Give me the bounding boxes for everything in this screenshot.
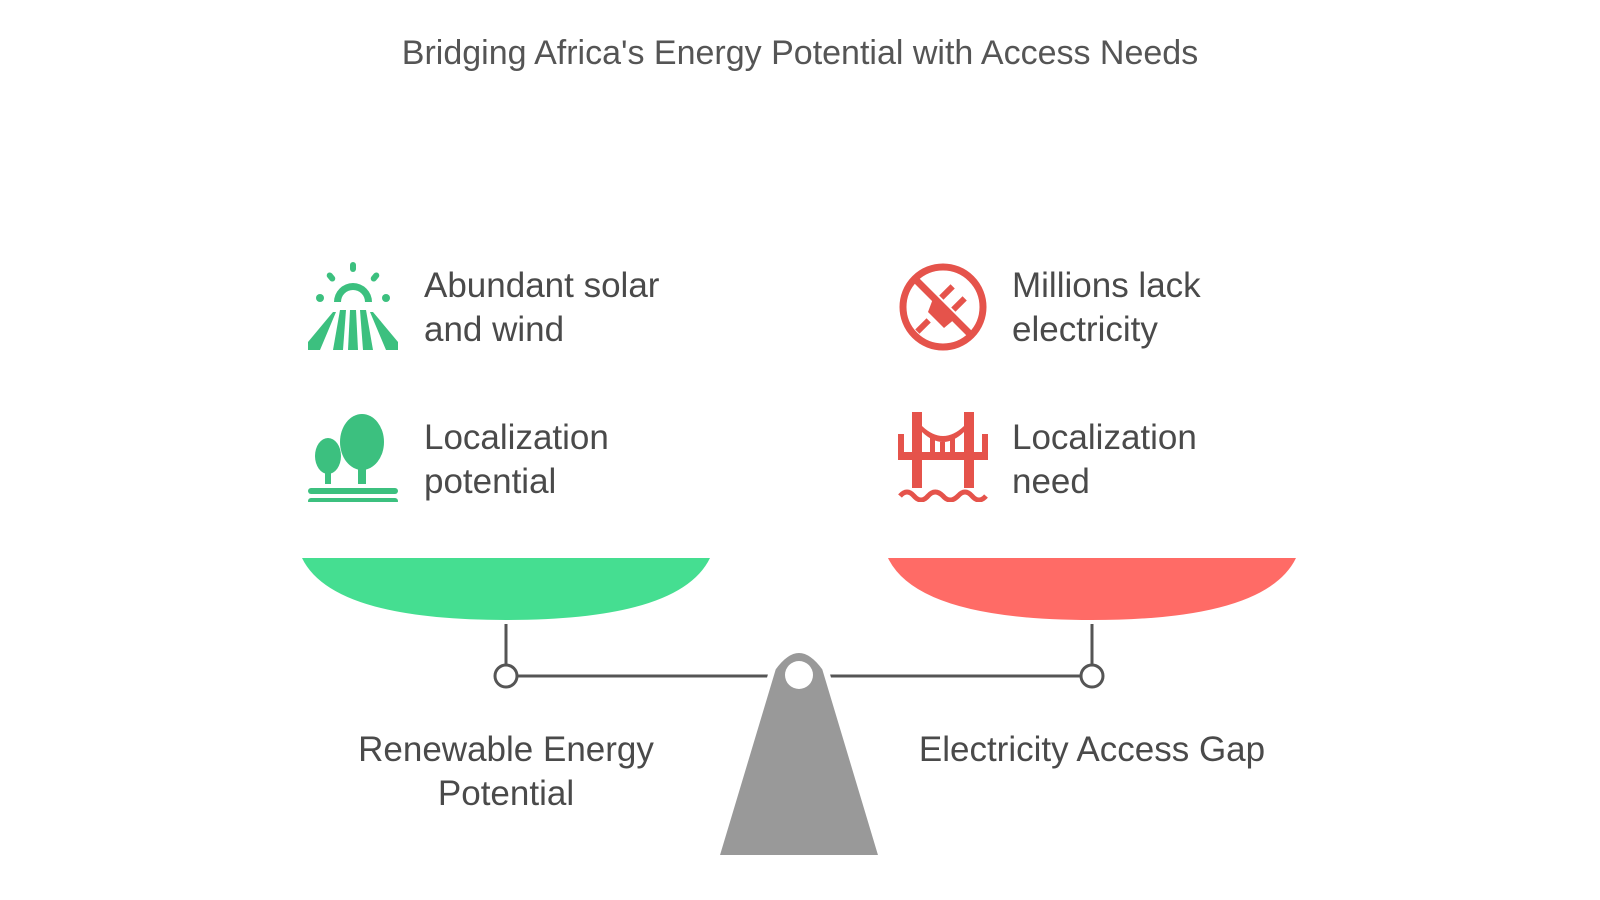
left-pivot — [493, 663, 519, 689]
label-line: Renewable Energy — [358, 730, 654, 769]
item-text: need — [1012, 462, 1090, 501]
item-text: electricity — [1012, 310, 1158, 349]
left-item-2: Localization potential — [424, 416, 609, 504]
right-pan-label: Electricity Access Gap — [918, 730, 1266, 769]
item-text: Localization — [1012, 418, 1197, 457]
label-line: Potential — [437, 774, 575, 813]
left-pan — [302, 558, 710, 620]
right-pivot — [1079, 663, 1105, 689]
item-text: Millions lack — [1012, 266, 1201, 305]
left-pan-label: Renewable Energy Potential — [306, 728, 706, 816]
item-text: Abundant solar — [424, 266, 660, 305]
right-item-1: Millions lack electricity — [1012, 264, 1201, 352]
bridge-icon — [898, 412, 988, 502]
no-plug-icon — [899, 263, 987, 351]
item-text: potential — [424, 462, 557, 501]
solar-field-icon — [308, 262, 398, 350]
fulcrum-hole — [785, 661, 813, 689]
item-text: and wind — [424, 310, 565, 349]
right-item-2: Localization need — [1012, 416, 1197, 504]
left-item-1: Abundant solar and wind — [424, 264, 659, 352]
right-pan — [888, 558, 1296, 620]
item-text: Localization — [424, 418, 609, 457]
diagram-title: Bridging Africa's Energy Potential with … — [401, 34, 1199, 72]
trees-icon — [308, 414, 398, 502]
fulcrum — [711, 647, 887, 861]
